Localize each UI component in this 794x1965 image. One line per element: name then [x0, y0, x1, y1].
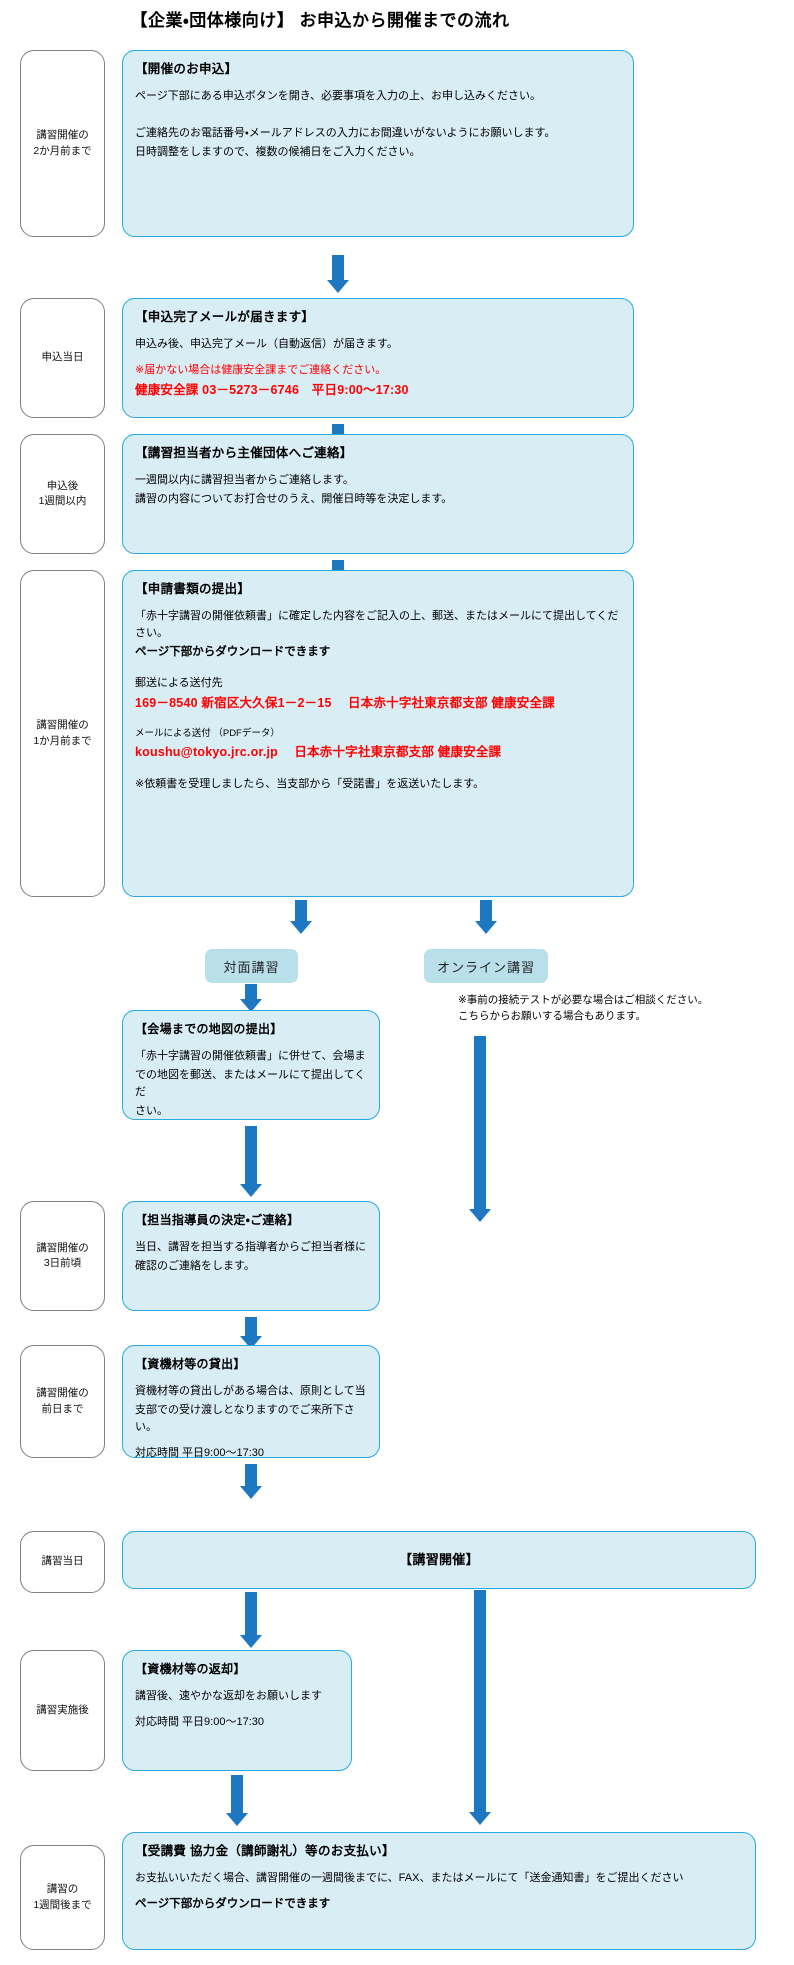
timeline-label: 前日まで: [41, 1402, 84, 1415]
timeline-label: 1週間以内: [38, 495, 87, 507]
timeline-capsule-9: 講習の 1週間後まで: [20, 1845, 105, 1950]
timeline-capsule-3: 申込後 1週間以内: [20, 434, 105, 554]
step-text: 当日、講習を担当する指導者からご担当者様に: [135, 1240, 366, 1253]
online-note-line: こちらからお願いする場合もあります。: [458, 1009, 646, 1022]
flow-arrow-down: [239, 1464, 263, 1500]
flow-arrow-down: [225, 1775, 249, 1827]
timeline-capsule-1: 講習開催の 2か月前まで: [20, 50, 105, 237]
timeline-capsule-2: 申込当日: [20, 298, 105, 418]
postal-address: 169－8540 新宿区大久保1－2－15 日本赤十字社東京都支部 健康安全課: [135, 696, 555, 711]
step-text: での地図を郵送、またはメールにて提出してくだ: [135, 1068, 366, 1098]
download-hint: ページ下部からダウンロードできます: [135, 646, 331, 659]
step-title: 【申請書類の提出】: [135, 582, 251, 596]
step-text: 確認のご連絡をします。: [135, 1259, 255, 1272]
flow-arrow-down: [468, 1790, 492, 1826]
step-text: 資機材等の貸出しがある場合は、原則として当: [135, 1384, 366, 1397]
step-title: 【講習開催】: [399, 1551, 479, 1567]
step-title: 【担当指導員の決定・ご連絡】: [135, 1213, 300, 1227]
timeline-capsule-6: 講習開催の 前日まで: [20, 1345, 105, 1458]
step-text: 「赤十字講習の開催依頼書」に確定した内容をご記入の上、郵送、またはメールにて提出…: [135, 610, 619, 640]
step-box-documents: 【申請書類の提出】 「赤十字講習の開催依頼書」に確定した内容をご記入の上、郵送、…: [122, 570, 634, 897]
step-text: お支払いいただく場合、講習開催の一週間後までに、FAX、またはメールにて「送金通…: [135, 1872, 684, 1885]
flow-arrow-down: [239, 1126, 263, 1197]
step-box-apply: 【開催のお申込】 ページ下部にある申込ボタンを開き、必要事項を入力の上、お申し込…: [122, 50, 634, 237]
step-box-payment: 【受講費 協力金（講師謝礼）等のお支払い】 お支払いいただく場合、講習開催の一週…: [122, 1832, 756, 1950]
postal-label: 郵送による送付先: [135, 677, 223, 690]
timeline-label: 講習開催の: [36, 129, 89, 142]
timeline-label: 講習開催の: [36, 1241, 89, 1254]
step-text: 講習の内容についてお打合せのうえ、開催日時等を決定します。: [135, 493, 453, 506]
timeline-capsule-4: 講習開催の 1か月前まで: [20, 570, 105, 897]
email-address: koushu@tokyo.jrc.or.jp 日本赤十字社東京都支部 健康安全課: [135, 745, 502, 760]
step-title: 【資機材等の返却】: [135, 1662, 246, 1676]
timeline-label: 講習実施後: [36, 1703, 89, 1716]
flow-arrow-down: [239, 984, 263, 1012]
service-hours: 対応時間 平日9:00～17:30: [135, 1446, 264, 1459]
online-note: ※事前の接続テストが必要な場合はご相談ください。 こちらからお願いする場合もあり…: [458, 993, 788, 1025]
timeline-capsule-7: 講習当日: [20, 1531, 105, 1593]
step-text: さい。: [135, 1104, 168, 1117]
step-text: 講習後、速やかな返却をお願いします: [135, 1689, 322, 1702]
timeline-label: 講習開催の: [36, 1387, 89, 1400]
step-title: 【資機材等の貸出】: [135, 1357, 246, 1371]
step-box-equipment-lend: 【資機材等の貸出】 資機材等の貸出しがある場合は、原則として当 支部での受け渡し…: [122, 1345, 380, 1459]
acceptance-note: ※依頼書を受理しましたら、当支部から「受諾書」を返送いたします。: [135, 777, 485, 790]
step-text: 一週間以内に講習担当者からご連絡します。: [135, 474, 354, 487]
timeline-label: 1か月前まで: [33, 734, 92, 747]
timeline-capsule-8: 講習実施後: [20, 1650, 105, 1771]
step-warning-text: ※届かない場合は健康安全課までご連絡ください。: [135, 364, 387, 377]
step-title: 【開催のお申込】: [135, 62, 238, 76]
step-text: 申込み後、申込完了メール（自動返信）が届きます。: [135, 338, 398, 351]
online-branch-connector: [474, 1036, 486, 1214]
timeline-capsule-5: 講習開催の 3日前頃: [20, 1201, 105, 1311]
timeline-label: 申込当日: [41, 351, 84, 364]
timeline-label: 2か月前まで: [33, 144, 92, 157]
step-title: 【講習担当者から主催団体へご連絡】: [135, 446, 353, 460]
step-text: 「赤十字講習の開催依頼書」に併せて、会場ま: [135, 1049, 366, 1062]
timeline-label: 講習当日: [41, 1555, 84, 1568]
step-box-instructor: 【担当指導員の決定・ご連絡】 当日、講習を担当する指導者からご担当者様に 確認の…: [122, 1201, 380, 1311]
branch-pill-online: オンライン講習: [424, 949, 548, 983]
step-box-held: 【講習開催】: [122, 1531, 756, 1589]
flow-arrow-down: [326, 255, 350, 293]
step-box-equipment-return: 【資機材等の返却】 講習後、速やかな返却をお願いします 対応時間 平日9:00～…: [122, 1650, 352, 1771]
step-title: 【会場までの地図の提出】: [135, 1022, 283, 1036]
step-text: ページ下部にある申込ボタンを開き、必要事項を入力の上、お申し込みください。: [135, 90, 542, 103]
branch-arrow-onsite: [289, 900, 313, 934]
branch-pill-onsite: 対面講習: [205, 949, 298, 983]
timeline-label: 3日前頃: [43, 1257, 82, 1269]
service-hours: 対応時間 平日9:00～17:30: [135, 1715, 264, 1728]
page-title: 【企業・団体様向け】 お申込から開催までの流れ: [130, 11, 510, 30]
timeline-label: 講習開催の: [36, 719, 89, 732]
download-hint: ページ下部からダウンロードできます: [135, 1898, 331, 1911]
online-branch-arrow-to-held: [468, 1190, 492, 1222]
timeline-label: 講習の: [46, 1883, 79, 1896]
branch-arrow-online: [474, 900, 498, 934]
timeline-label: 1週間後まで: [33, 1898, 92, 1911]
step-text: 日時調整をしますので、複数の候補日をご入力ください。: [135, 146, 421, 159]
contact-phone: 健康安全課 03－5273－6746 平日9:00～17:30: [135, 383, 409, 398]
online-note-line: ※事前の接続テストが必要な場合はご相談ください。: [458, 994, 709, 1006]
step-box-venue-map: 【会場までの地図の提出】 「赤十字講習の開催依頼書」に併せて、会場ま での地図を…: [122, 1010, 380, 1120]
email-label: メールによる送付 （PDFデータ）: [135, 727, 280, 739]
flow-arrow-down: [239, 1592, 263, 1648]
step-text: ご連絡先のお電話番号・メールアドレスの入力にお間違いがないようにお願いします。: [135, 127, 556, 140]
held-to-payment-connector: [474, 1590, 486, 1814]
step-title: 【受講費 協力金（講師謝礼）等のお支払い】: [135, 1844, 395, 1858]
timeline-label: 申込後: [46, 479, 79, 492]
step-box-confirm-mail: 【申込完了メールが届きます】 申込み後、申込完了メール（自動返信）が届きます。 …: [122, 298, 634, 418]
step-box-staff-contact: 【講習担当者から主催団体へご連絡】 一週間以内に講習担当者からご連絡します。 講…: [122, 434, 634, 554]
step-text: 支部での受け渡しとなりますのでご来所下さい。: [135, 1403, 355, 1433]
step-title: 【申込完了メールが届きます】: [135, 310, 315, 324]
